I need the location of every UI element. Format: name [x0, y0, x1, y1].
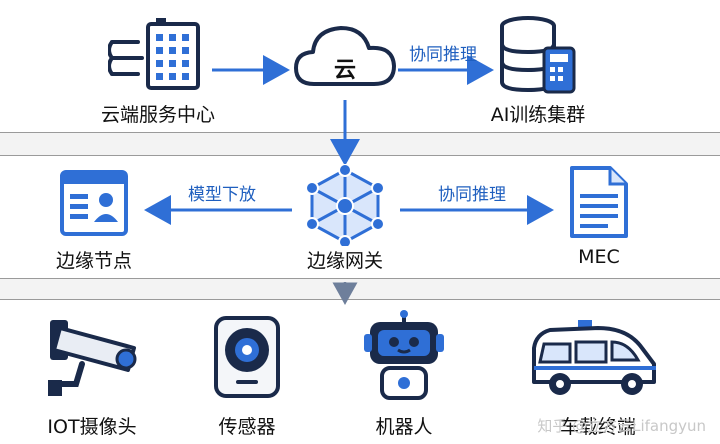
- security-camera-icon: [48, 320, 137, 396]
- watermark: 知乎 @立方云Lifangyun: [537, 417, 706, 435]
- mec-label: MEC: [578, 246, 620, 268]
- edge-node: [58, 168, 130, 238]
- ai-training-cluster-label: AI训练集群: [490, 104, 586, 126]
- cloud-node: 云: [292, 24, 398, 94]
- building-icon: [108, 18, 200, 90]
- document-icon: [570, 166, 628, 238]
- edge-node-label: 边缘节点: [55, 250, 133, 272]
- gateway-to-edge-label: 模型下放: [188, 185, 256, 205]
- edge-gateway: [302, 164, 388, 246]
- cloud-icon: [294, 26, 396, 86]
- dome-camera-icon: [214, 316, 280, 398]
- vehicle-terminal-label: 车载终端: [559, 416, 637, 438]
- cloud-service-center-label: 云端服务中心: [100, 104, 216, 126]
- layer-separator-bottom: [0, 278, 720, 300]
- van-icon: [532, 320, 656, 395]
- robot-icon: [364, 310, 444, 400]
- sensor: [212, 314, 282, 400]
- id-card-icon: [60, 170, 128, 236]
- mec-node: [568, 164, 630, 240]
- iot-camera-label: IOT摄像头: [47, 416, 137, 438]
- network-hub-icon: [305, 164, 385, 246]
- iot-camera: [42, 316, 142, 400]
- sensor-label: 传感器: [218, 416, 276, 438]
- cloud-label: 云: [333, 58, 356, 83]
- gateway-to-mec-label: 协同推理: [438, 185, 506, 205]
- edge-gateway-label: 边缘网关: [306, 250, 384, 272]
- vehicle-terminal: [528, 318, 662, 402]
- cloud-service-center: [108, 14, 208, 94]
- robot: [362, 310, 446, 402]
- ai-training-cluster: [498, 14, 578, 96]
- cloud-to-ai-label: 协同推理: [409, 45, 477, 65]
- robot-label: 机器人: [375, 416, 433, 438]
- database-icon: [500, 16, 576, 94]
- layer-separator-top: [0, 132, 720, 156]
